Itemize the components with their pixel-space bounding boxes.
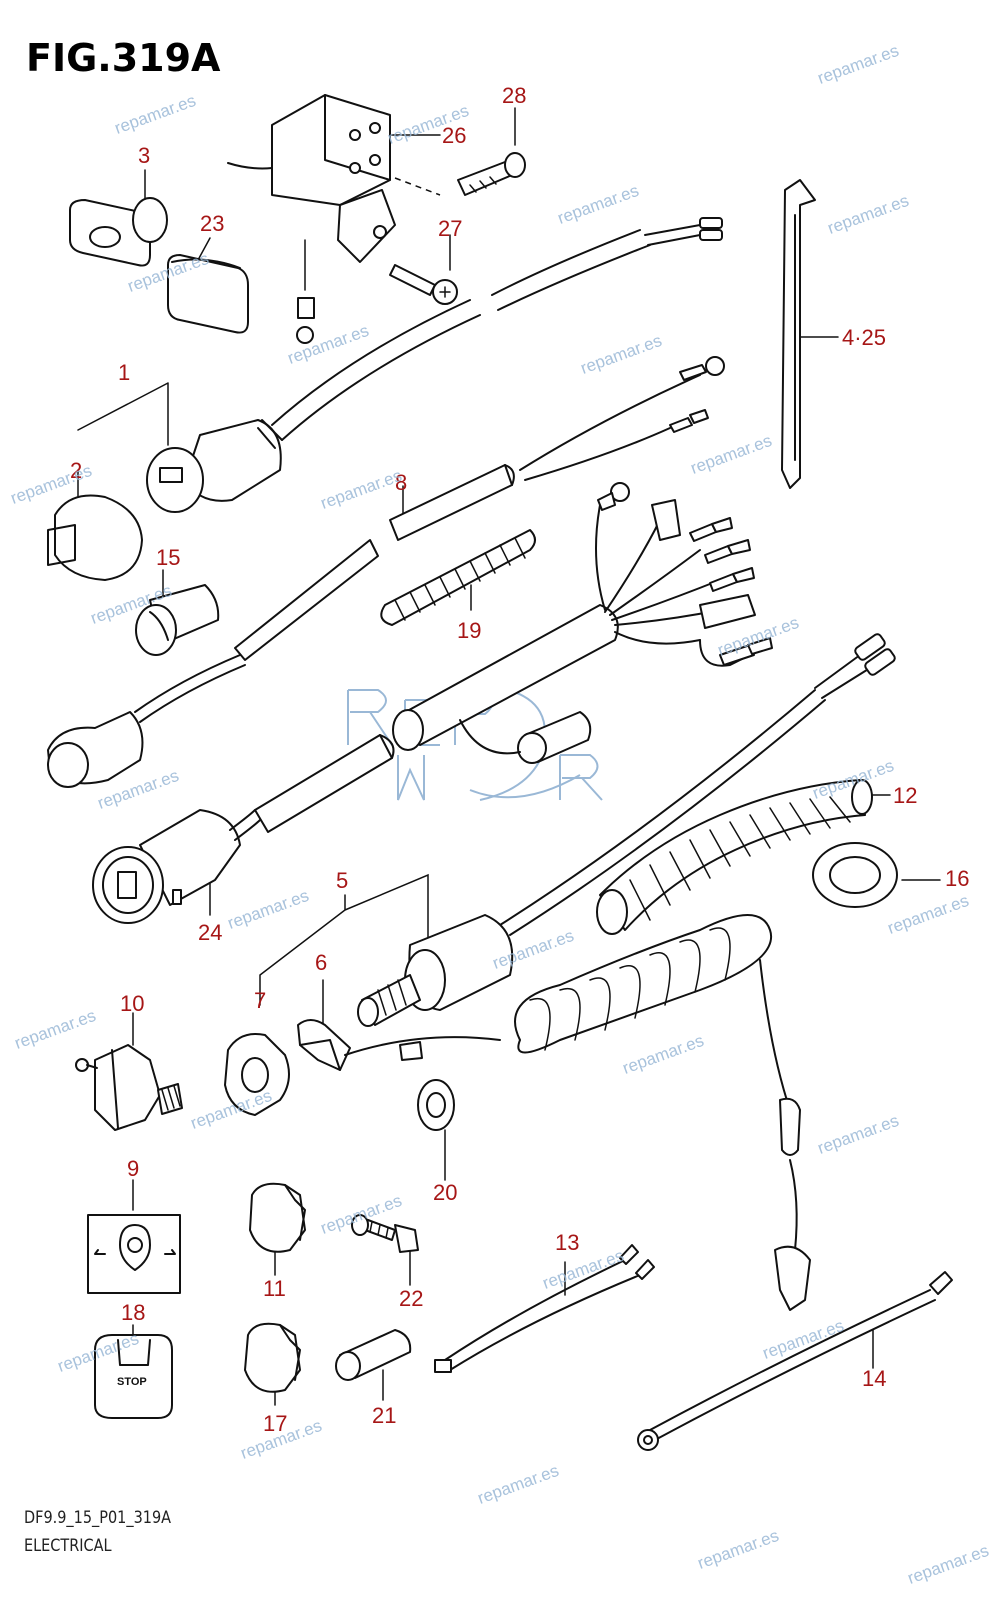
callout-7: 7 <box>254 988 267 1013</box>
callout-10: 10 <box>120 991 145 1016</box>
callout-20: 20 <box>433 1180 458 1205</box>
stop-button-18: STOP <box>94 1334 173 1419</box>
callout-12: 12 <box>893 783 918 808</box>
callout-4-25: 4·25 <box>842 325 887 350</box>
callout-13: 13 <box>555 1230 580 1255</box>
wire-pair-13 <box>434 1244 655 1373</box>
bolt-28 <box>457 152 526 196</box>
grommet-15 <box>135 584 220 656</box>
cap-23 <box>167 254 249 334</box>
callout-19: 19 <box>457 618 482 643</box>
callout-21: 21 <box>372 1403 397 1428</box>
plate-9 <box>87 1214 181 1294</box>
callout-8: 8 <box>395 470 408 495</box>
callout-22: 22 <box>399 1286 424 1311</box>
nut-7 <box>224 1033 290 1116</box>
callout-11: 11 <box>263 1276 286 1301</box>
connector-1 <box>146 419 283 513</box>
leader-5 <box>259 873 429 1006</box>
switch-5 <box>357 633 896 1027</box>
callout-15: 15 <box>156 545 181 570</box>
grommet-16 <box>812 842 898 908</box>
sleeve-21 <box>335 1329 412 1381</box>
callout-28: 28 <box>502 83 527 108</box>
braided-tube-19 <box>380 529 536 626</box>
diagram-code: DF9.9_15_P01_319A <box>24 1508 172 1528</box>
ground-wire-14 <box>637 1271 953 1451</box>
callout-1: 1 <box>118 360 131 385</box>
callout-26: 26 <box>442 123 467 148</box>
multi-terminal-harness <box>392 482 773 751</box>
bracket-screw <box>296 239 315 344</box>
sensor-10 <box>75 1044 183 1131</box>
plug-17 <box>244 1322 301 1393</box>
wire-ring-terminal <box>519 356 725 481</box>
callout-3: 3 <box>138 143 151 168</box>
connector-24 <box>92 734 395 924</box>
socket-small <box>459 711 592 764</box>
stop-label: STOP <box>117 1376 147 1388</box>
clip-cord-6 <box>297 914 811 1311</box>
callout-9: 9 <box>127 1156 140 1181</box>
tube-8 <box>47 464 515 788</box>
callout-18: 18 <box>121 1300 146 1325</box>
plug-11 <box>249 1182 306 1253</box>
callout-23: 23 <box>200 211 225 236</box>
callout-14: 14 <box>862 1366 887 1391</box>
callout-5: 5 <box>336 868 349 893</box>
callout-16: 16 <box>945 866 970 891</box>
harness-cable-upper <box>271 217 723 441</box>
leader-23 <box>197 237 211 261</box>
cable-tie-4-25 <box>781 179 816 489</box>
bracket-26 <box>227 94 441 263</box>
callout-6: 6 <box>315 950 328 975</box>
section-name: ELECTRICAL <box>24 1536 112 1556</box>
screw-27 <box>389 264 458 305</box>
connector-cap-2 <box>47 494 143 581</box>
corrugated-tube-12 <box>596 779 873 935</box>
callout-2: 2 <box>70 458 83 483</box>
bolt-22 <box>351 1214 419 1253</box>
callout-27: 27 <box>438 216 463 241</box>
leader-1 <box>77 382 169 446</box>
grommet-3 <box>69 197 168 267</box>
callout-24: 24 <box>198 920 223 945</box>
figure-title: FIG.319A <box>26 36 221 80</box>
callout-17: 17 <box>263 1411 288 1436</box>
washer-20 <box>417 1079 455 1131</box>
